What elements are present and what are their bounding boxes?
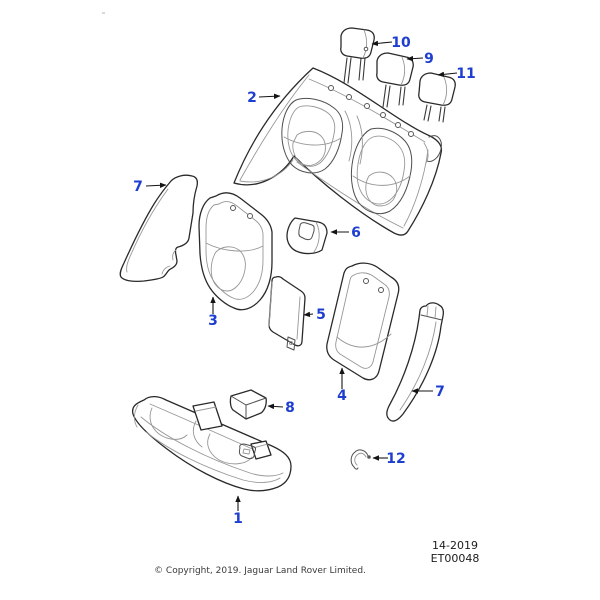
callout-3[interactable]: 3 xyxy=(208,313,218,329)
headrest-drawing-inner xyxy=(418,72,456,123)
leader-lines xyxy=(145,40,458,511)
centre-block-drawing xyxy=(286,217,328,255)
headrest-drawing-centre xyxy=(376,52,414,108)
callout-10[interactable]: 10 xyxy=(391,35,411,51)
side-bolster-drawing-left xyxy=(119,174,198,283)
callout-12[interactable]: 12 xyxy=(386,451,405,467)
copyright-line: © Copyright, 2019. Jaguar Land Rover Lim… xyxy=(154,566,366,576)
armrest-panel-drawing xyxy=(268,275,306,351)
squab-cover-drawing-right xyxy=(326,262,400,381)
scan-artifact-dot xyxy=(102,12,105,14)
callout-1[interactable]: 1 xyxy=(233,511,243,527)
figure-code: ET00048 xyxy=(430,552,480,565)
side-bolster-drawing-right xyxy=(386,302,445,422)
callout-8[interactable]: 8 xyxy=(285,400,295,416)
callout-7-right[interactable]: 7 xyxy=(435,384,445,400)
callout-6[interactable]: 6 xyxy=(351,225,361,241)
figure-reference: 14-2019 ET00048 xyxy=(419,539,491,565)
callout-labels: 1 2 3 4 5 6 7 7 8 9 10 11 12 xyxy=(133,35,476,527)
callout-7-left[interactable]: 7 xyxy=(133,179,143,195)
callout-2[interactable]: 2 xyxy=(247,90,257,106)
callout-11[interactable]: 11 xyxy=(456,66,475,82)
squab-cover-drawing-left xyxy=(198,192,273,311)
foam-pad-drawing xyxy=(229,389,267,420)
callout-5[interactable]: 5 xyxy=(316,307,326,323)
backrest-squab-drawing xyxy=(233,67,443,236)
seat-cushion-drawing xyxy=(131,395,292,492)
figure-date: 14-2019 xyxy=(432,539,478,552)
retaining-hook-drawing xyxy=(350,449,371,470)
headrest-drawing-outer xyxy=(340,27,375,84)
callout-4[interactable]: 4 xyxy=(337,388,347,404)
callout-9[interactable]: 9 xyxy=(424,51,434,67)
